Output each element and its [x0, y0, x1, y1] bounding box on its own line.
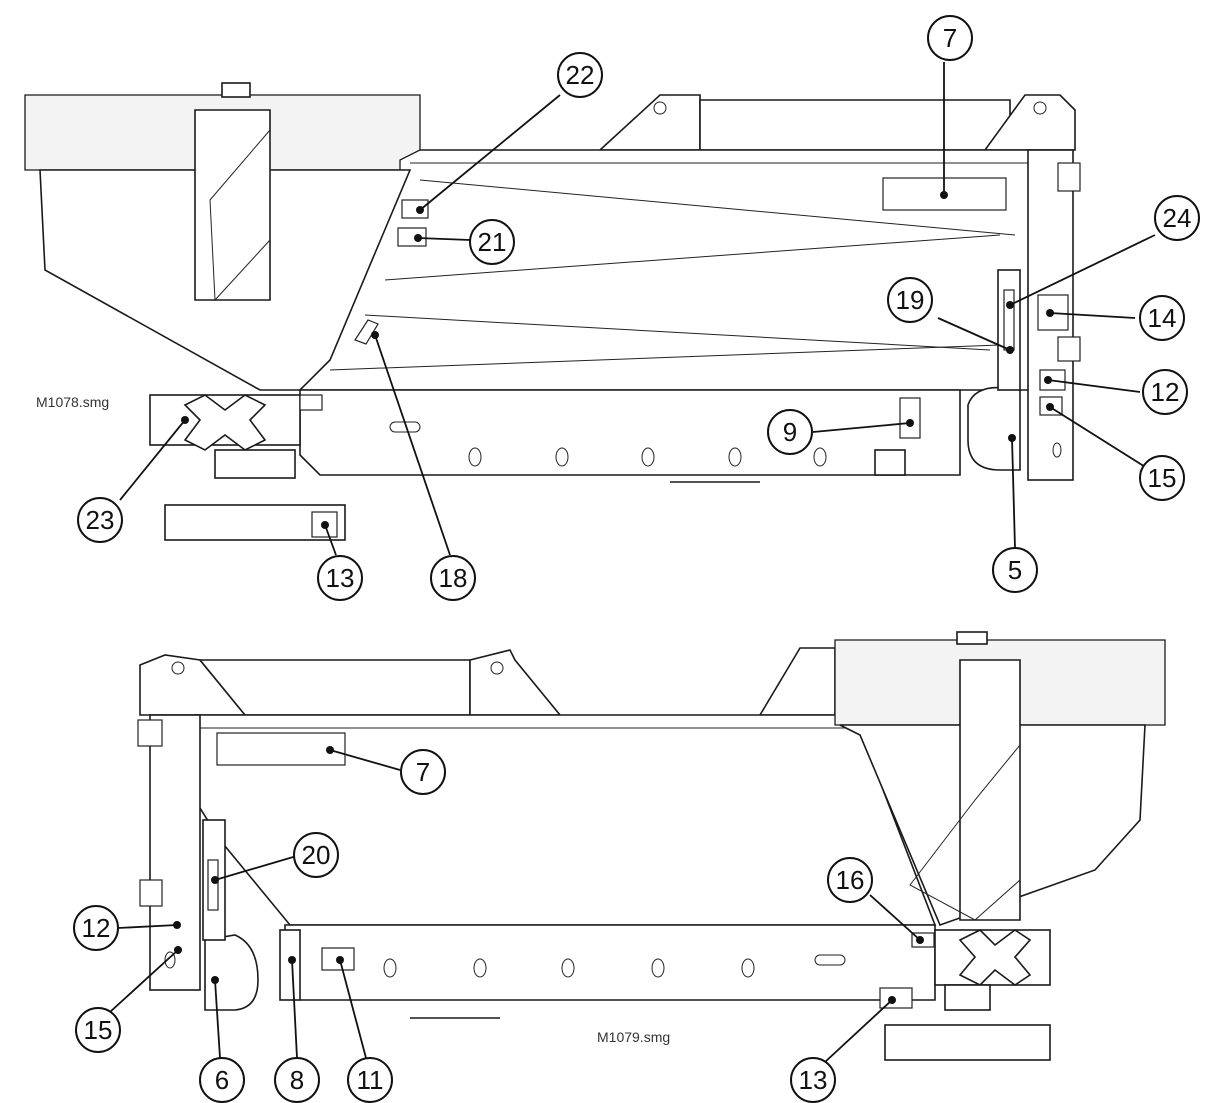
svg-text:21: 21: [478, 227, 507, 257]
svg-text:13: 13: [799, 1065, 828, 1095]
bottom-spreader-view: [137, 631, 1166, 1061]
svg-text:12: 12: [82, 913, 111, 943]
callout-19: 19: [887, 277, 933, 323]
callout-13-top: 13: [317, 555, 363, 601]
figure-label-top: M1078.smg: [36, 394, 109, 410]
conveyor-holes-bottom: [383, 958, 755, 978]
figure-label-bottom: M1079.smg: [597, 1029, 670, 1045]
callout-9: 9: [767, 409, 813, 455]
svg-text:9: 9: [783, 417, 797, 447]
callout-16: 16: [827, 857, 873, 903]
callout-13-bottom: 13: [790, 1057, 836, 1103]
callout-8: 8: [274, 1057, 320, 1103]
svg-text:19: 19: [896, 285, 925, 315]
svg-text:8: 8: [290, 1065, 304, 1095]
callout-11: 11: [347, 1057, 393, 1103]
callout-7-bottom: 7: [400, 749, 446, 795]
callout-12-top: 12: [1142, 369, 1188, 415]
svg-text:20: 20: [302, 840, 331, 870]
svg-text:15: 15: [84, 1015, 113, 1045]
leaders-top: [119, 62, 1156, 556]
callout-6: 6: [199, 1057, 245, 1103]
svg-text:11: 11: [357, 1065, 384, 1095]
callout-5: 5: [992, 547, 1038, 593]
conveyor-holes: [468, 447, 827, 467]
callout-7-top: 7: [927, 15, 973, 61]
callout-24: 24: [1154, 195, 1200, 241]
callout-23: 23: [77, 497, 123, 543]
callout-15-top: 15: [1139, 455, 1185, 501]
svg-text:14: 14: [1148, 303, 1177, 333]
svg-text:18: 18: [439, 563, 468, 593]
top-spreader-view: [24, 82, 1081, 541]
callout-18: 18: [430, 555, 476, 601]
callout-21: 21: [469, 219, 515, 265]
svg-text:6: 6: [215, 1065, 229, 1095]
svg-text:5: 5: [1008, 555, 1022, 585]
callout-12-bottom: 12: [73, 905, 119, 951]
svg-text:12: 12: [1151, 377, 1180, 407]
svg-text:15: 15: [1148, 463, 1177, 493]
svg-text:16: 16: [836, 865, 865, 895]
callout-14: 14: [1139, 295, 1185, 341]
callout-20: 20: [293, 832, 339, 878]
svg-text:23: 23: [86, 505, 115, 535]
svg-text:13: 13: [326, 563, 355, 593]
decal-7-bottom: [216, 732, 346, 766]
leaders-bottom: [109, 746, 924, 1063]
callout-15-bottom: 15: [75, 1007, 121, 1053]
svg-text:24: 24: [1163, 203, 1192, 233]
svg-text:7: 7: [416, 757, 430, 787]
svg-text:22: 22: [566, 60, 595, 90]
callout-22: 22: [557, 52, 603, 98]
svg-text:7: 7: [943, 23, 957, 53]
